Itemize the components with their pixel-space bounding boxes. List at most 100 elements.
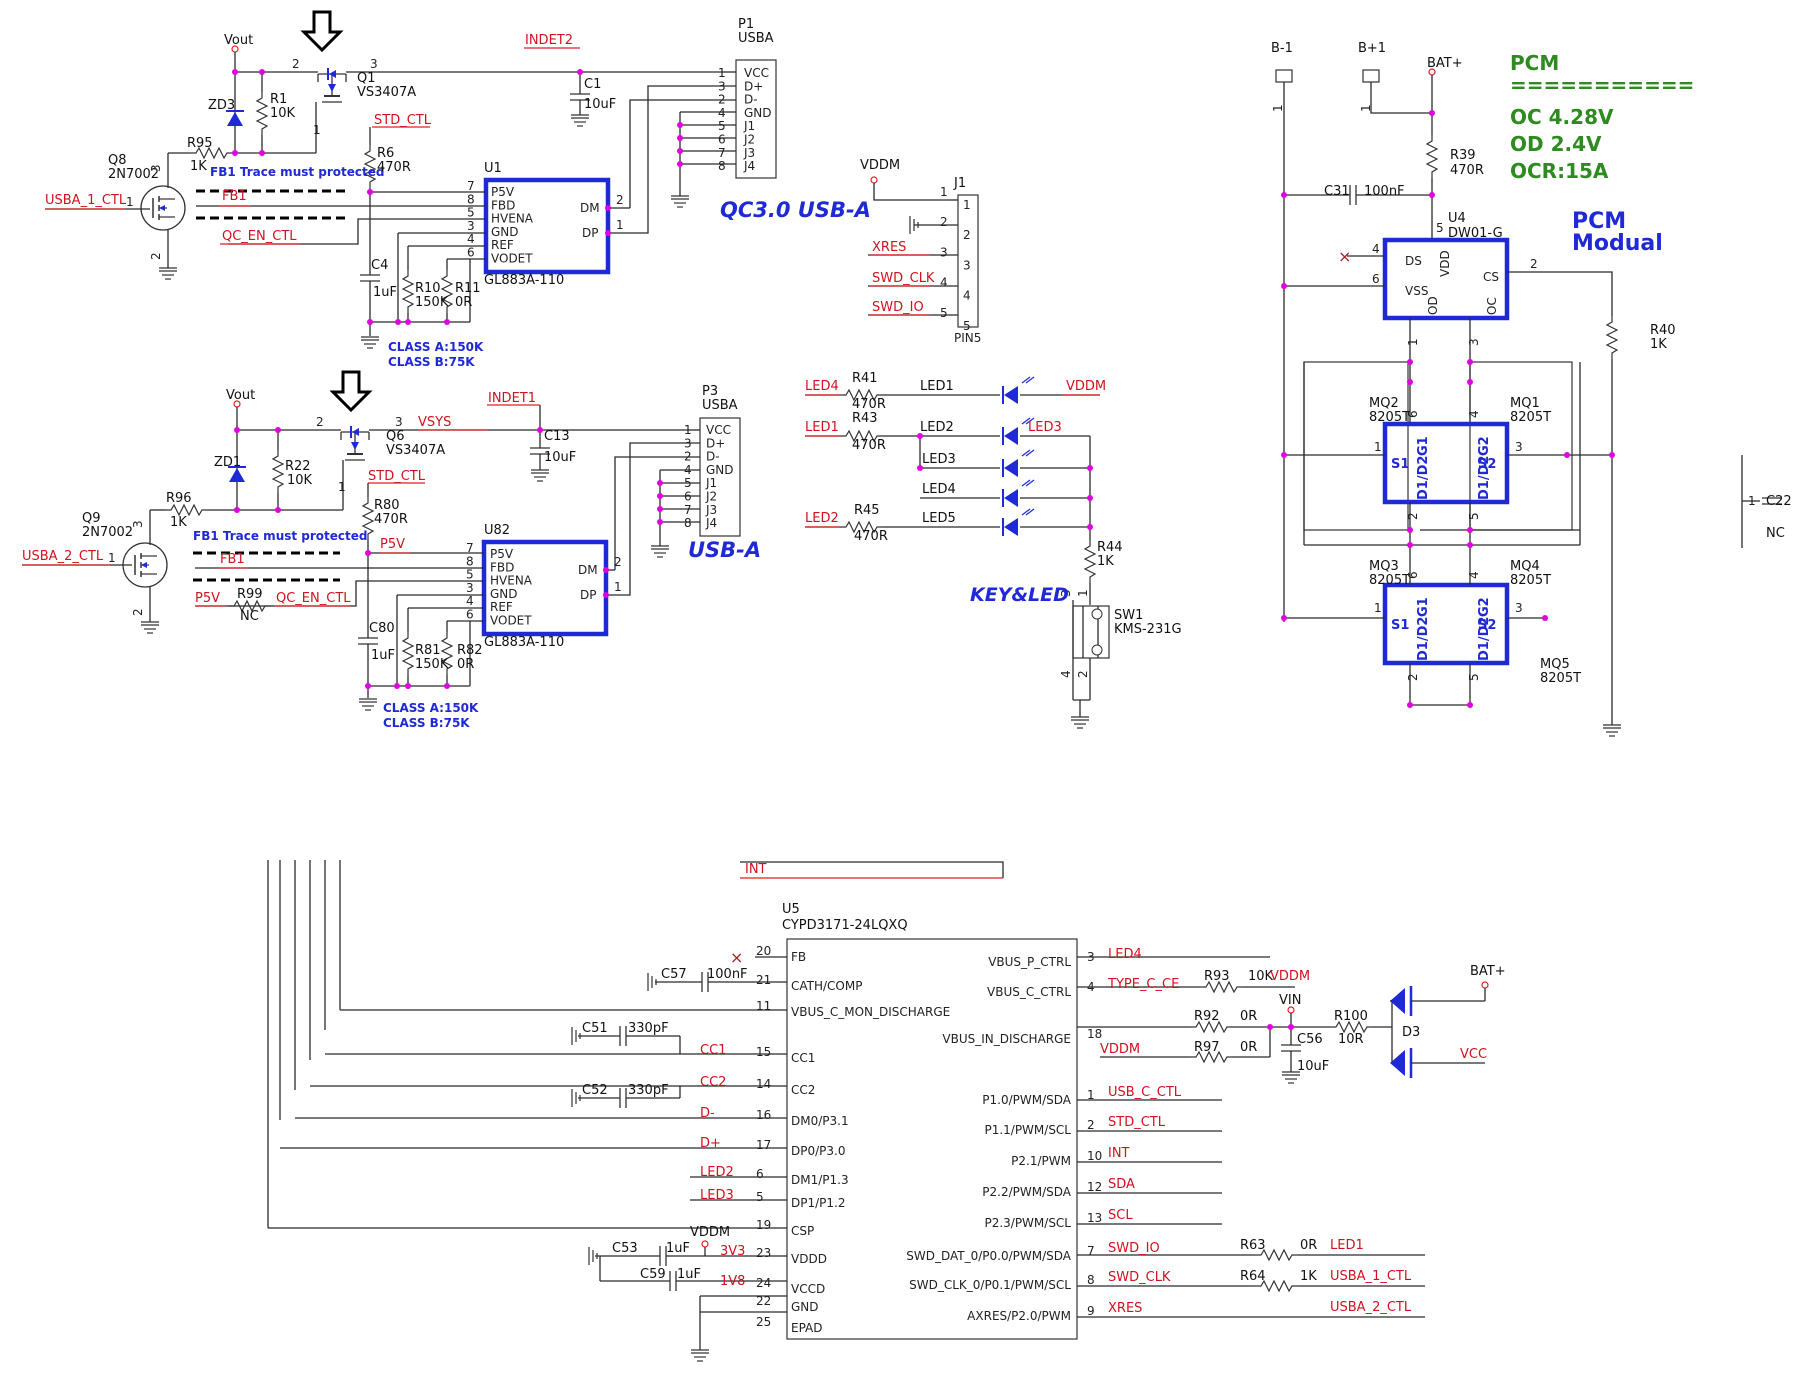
mq5-ref: MQ5 — [1540, 657, 1570, 672]
ic-pin-label: FBD — [491, 198, 515, 212]
c52-ref: C52 — [582, 1083, 608, 1098]
mosfet-pin-label: S1 — [1391, 457, 1409, 472]
pin-number: 1 — [963, 198, 971, 212]
sw1-part: KMS-231G — [1114, 622, 1182, 637]
usb1-title: QC3.0 USB-A — [720, 198, 871, 222]
d3-ref: D3 — [1402, 1025, 1420, 1040]
pin-number: 7 — [718, 146, 726, 160]
ic-pin-label: FBD — [490, 560, 514, 574]
pin-number: 5 — [940, 306, 948, 320]
ic-pin-label: VDD — [1438, 250, 1452, 277]
u5-net-label: INT — [1108, 1146, 1130, 1161]
mosfet-pin-label: S2 — [1478, 457, 1496, 472]
pin-number: 7 — [466, 541, 474, 555]
pin-number: 8 — [466, 554, 474, 568]
r11-ref: R11 — [455, 281, 481, 296]
u5-pin-label: VCCD — [791, 1282, 825, 1296]
pin-number: 1 — [684, 423, 692, 437]
mosfet-pin-label: D1/D2 — [1477, 456, 1492, 500]
pin-number: 6 — [467, 246, 475, 260]
q8-part: 2N7002 — [108, 167, 159, 182]
led1-net: LED1 — [1330, 1238, 1364, 1253]
r81-value: 150K — [415, 657, 449, 672]
ic-pin-label: REF — [491, 238, 514, 252]
pin-number: 3 — [149, 164, 163, 172]
pin-number: 8 — [467, 192, 475, 206]
ic-pin-label: OD — [1426, 296, 1440, 315]
u5-pin-label: CC1 — [791, 1051, 815, 1065]
u5-net-label: XRES — [1108, 1301, 1142, 1316]
pin-number: 1 — [614, 580, 622, 594]
mq5-part: 8205T — [1540, 671, 1581, 686]
usba2-ctl-net: USBA_2_CTL — [1330, 1300, 1412, 1315]
pin-number: 1 — [1374, 601, 1382, 615]
ic-pin-label: P5V — [490, 547, 514, 561]
ic-pin-label: VSS — [1405, 284, 1428, 298]
r41-value: 470R — [852, 397, 886, 412]
pin-number: 5 — [756, 1190, 764, 1204]
r11-value: 0R — [455, 295, 472, 310]
pin-number: 3 — [1059, 589, 1073, 597]
pin-number: 10 — [1087, 1149, 1102, 1163]
q9-part: 2N7002 — [82, 525, 133, 540]
usba1-ctl-net: USBA_1_CTL — [1330, 1269, 1412, 1284]
pin-number: 4 — [466, 594, 474, 608]
zd1-ref: ZD1 — [214, 455, 241, 470]
r95-value: 1K — [190, 159, 207, 174]
pin-number: 16 — [756, 1108, 771, 1122]
pin-number: 2 — [1087, 1118, 1095, 1132]
pin-number: 4 — [1467, 410, 1481, 418]
r41-ref: R41 — [852, 371, 878, 386]
pin-number: 1 — [1271, 104, 1285, 112]
pin-number: 2 — [616, 193, 624, 207]
fb1-net: FB1 — [222, 189, 247, 204]
u5-net-label: USB_C_CTL — [1108, 1085, 1182, 1100]
r93-value: 10K — [1248, 969, 1274, 984]
mq3-ref: MQ3 — [1369, 559, 1399, 574]
pin-number: 1 — [126, 195, 134, 209]
pin-number: 6 — [756, 1167, 764, 1181]
u5-net-label: LED4 — [1108, 947, 1142, 962]
p5v-net: P5V — [195, 591, 220, 606]
class-b-note: CLASS B:75K — [383, 716, 470, 730]
r93-ref: R93 — [1204, 969, 1230, 984]
pin-number: 4 — [1372, 242, 1380, 256]
p3-name: USBA — [702, 398, 738, 413]
pin-number: 2 — [684, 450, 692, 464]
swd-clk-net: SWD_CLK — [872, 271, 935, 286]
pin-number: 3 — [370, 57, 378, 71]
u5-net-label: D- — [700, 1106, 715, 1121]
q1-mosfet — [317, 67, 347, 103]
int-net: INT — [745, 862, 767, 877]
r45-value: 470R — [854, 529, 888, 544]
pin-number: 2 — [614, 555, 622, 569]
u5-net-label: 3V3 — [720, 1244, 745, 1259]
vddm-label: VDDM — [690, 1225, 730, 1240]
mq3-part: 8205T — [1369, 573, 1410, 588]
pcm-section: × — [1275, 68, 1783, 737]
vcc-net: VCC — [1460, 1047, 1487, 1062]
led4-net: LED4 — [805, 379, 839, 394]
pin-number: 1 — [1406, 338, 1420, 346]
q8-nmos — [140, 185, 186, 231]
pin-number: 2 — [1406, 673, 1420, 681]
pin-number: 5 — [684, 476, 692, 490]
pin-number: 1 — [1748, 494, 1756, 508]
pin-number: 3 — [467, 219, 475, 233]
pin-number: 2 — [940, 215, 948, 229]
connector-pin-label: D- — [744, 93, 758, 107]
pin-number: 24 — [756, 1276, 771, 1290]
mosfet-pin-label: G2 — [1477, 597, 1492, 617]
u5-net-label: LED3 — [700, 1188, 734, 1203]
q9-ref: Q9 — [82, 511, 101, 526]
mosfet-pin-label: D1/D2 — [1477, 617, 1492, 661]
connector-pin-label: J2 — [705, 490, 717, 504]
u5-pin-label: P2.1/PWM — [1011, 1154, 1071, 1168]
q6-part: VS3407A — [386, 443, 445, 458]
pin-number: 5 — [1436, 221, 1444, 235]
j1-ref: J1 — [953, 176, 966, 191]
b-plus-label: B+1 — [1358, 41, 1386, 56]
r96-ref: R96 — [166, 491, 192, 506]
r10-ref: R10 — [415, 281, 441, 296]
